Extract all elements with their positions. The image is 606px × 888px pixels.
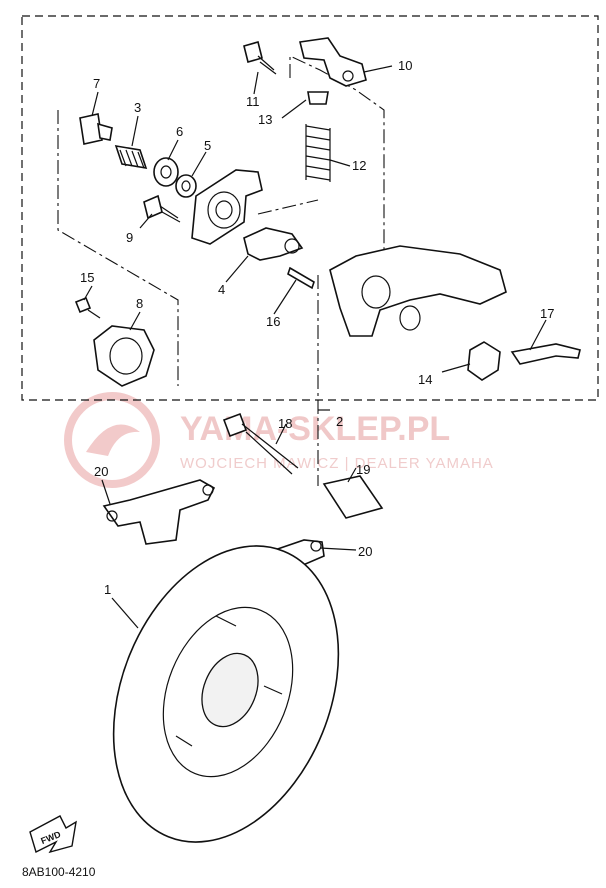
- fwd-arrow-icon: FWD: [29, 815, 77, 854]
- callout-8: 8: [136, 296, 143, 311]
- caliper-body: [329, 245, 507, 337]
- part-5-washer-hole: [181, 180, 191, 192]
- callout-3: 3: [134, 100, 141, 115]
- part-8-cap: [93, 325, 155, 387]
- callout-2: 2: [336, 414, 343, 429]
- callout-5: 5: [204, 138, 211, 153]
- watermark-logo: [64, 392, 160, 488]
- watermark-logo-mark: [86, 424, 140, 456]
- callout-18: 18: [278, 416, 292, 431]
- leader-lines: [83, 65, 547, 629]
- part-14-pin: [467, 341, 501, 381]
- part-6-seal: [153, 157, 179, 187]
- callouts: 7 3 6 5 9 4 16 15 8 11 10 13 12 14 17 2 …: [80, 58, 554, 597]
- part-9-bolt: [143, 194, 181, 223]
- part-6-seal-hole: [160, 165, 172, 179]
- callout-20-left: 20: [94, 464, 108, 479]
- callout-4: 4: [218, 282, 225, 297]
- watermark-subtitle: WOJCIECH MAWICZ | DEALER YAMAHA: [180, 455, 494, 472]
- callout-1: 1: [104, 582, 111, 597]
- part-20-pad-left: [102, 479, 216, 545]
- part-5-washer: [175, 174, 197, 198]
- callout-10: 10: [398, 58, 412, 73]
- part-3-spring: [114, 144, 148, 170]
- callout-19: 19: [356, 462, 370, 477]
- part-7-bleeder: [79, 113, 113, 145]
- callout-7: 7: [93, 76, 100, 91]
- assembly-frame: [21, 15, 599, 401]
- part-4-lever: [243, 227, 304, 261]
- callout-16: 16: [266, 314, 280, 329]
- group-line-top: [289, 55, 385, 250]
- part-15-bolt: [74, 296, 101, 319]
- callout-15: 15: [80, 270, 94, 285]
- part-19-sleeve: [322, 475, 384, 519]
- part-11-bolt: [243, 41, 277, 75]
- callout-11: 11: [246, 94, 260, 109]
- caliper-bracket: [191, 169, 263, 245]
- callout-9: 9: [126, 230, 133, 245]
- callout-6: 6: [176, 124, 183, 139]
- part-18-bolt: [222, 412, 299, 475]
- watermark: YAMA-SKLEP.PL WOJCIECH MAWICZ | DEALER Y…: [64, 392, 494, 488]
- part-13-screw: [307, 91, 329, 105]
- callout-20-right: 20: [358, 544, 372, 559]
- group-line-left: [57, 110, 179, 386]
- part-16-pin: [287, 266, 315, 290]
- drawing-code: 8AB100-4210: [22, 865, 96, 879]
- part-17-clip: [510, 343, 581, 365]
- callout-17: 17: [540, 306, 554, 321]
- part-1-brake-disc: [112, 545, 340, 843]
- group-line-pin: [257, 199, 319, 215]
- callout-13: 13: [258, 112, 272, 127]
- callout-14: 14: [418, 372, 432, 387]
- part-10-bracket: [299, 37, 367, 87]
- callout-12: 12: [352, 158, 366, 173]
- part-12-spring: [305, 124, 331, 182]
- watermark-title: YAMA-SKLEP.PL: [180, 410, 450, 448]
